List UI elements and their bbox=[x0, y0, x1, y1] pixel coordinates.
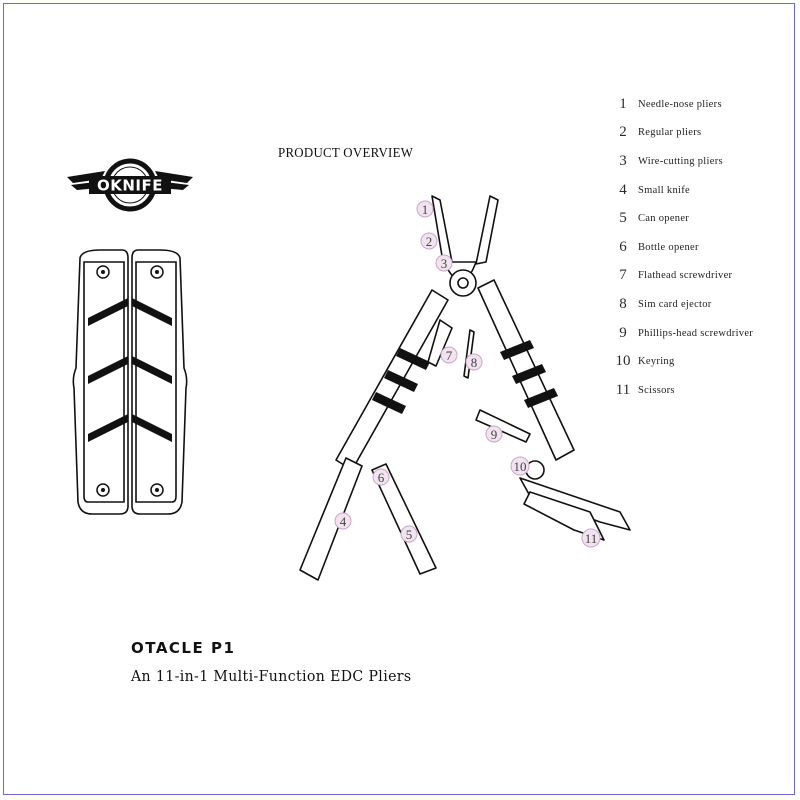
callout-3: 3 bbox=[435, 254, 453, 272]
legend-item: 9 Phillips-head screwdriver bbox=[614, 319, 753, 348]
legend-number: 3 bbox=[619, 152, 627, 169]
legend-item: 7 Flathead screwdriver bbox=[614, 262, 753, 291]
legend-item: 5 Can opener bbox=[614, 204, 753, 233]
legend-item: 10 Keyring bbox=[614, 347, 753, 376]
svg-text:9: 9 bbox=[491, 427, 498, 442]
oknife-logo: OKNIFE bbox=[67, 158, 193, 212]
feature-legend: 1 Needle-nose pliers 2 Regular pliers 3 Wir… bbox=[614, 90, 753, 405]
legend-number: 2 bbox=[619, 124, 627, 141]
svg-text:3: 3 bbox=[441, 256, 448, 271]
legend-label: Regular pliers bbox=[638, 127, 702, 139]
legend-item: 11 Scissors bbox=[614, 376, 753, 405]
callout-markers: 1 2 3 4 5 6 7 8 bbox=[334, 200, 601, 548]
legend-label: Wire-cutting pliers bbox=[638, 155, 723, 167]
svg-text:1: 1 bbox=[422, 202, 429, 217]
product-tagline: An 11-in-1 Multi-Function EDC Pliers bbox=[131, 667, 412, 685]
callout-1: 1 bbox=[416, 200, 434, 218]
legend-item: 1 Needle-nose pliers bbox=[614, 90, 753, 119]
svg-text:10: 10 bbox=[514, 459, 527, 474]
legend-item: 6 Bottle opener bbox=[614, 233, 753, 262]
open-tool-illustration: 1 2 3 4 5 6 7 8 bbox=[299, 195, 631, 581]
callout-8: 8 bbox=[465, 353, 483, 371]
legend-number: 10 bbox=[615, 353, 631, 370]
legend-item: 8 Sim card ejector bbox=[614, 290, 753, 319]
legend-number: 7 bbox=[619, 267, 627, 284]
callout-9: 9 bbox=[485, 425, 503, 443]
legend-label: Scissors bbox=[638, 384, 675, 396]
legend-number: 6 bbox=[619, 238, 627, 255]
page-frame bbox=[3, 3, 795, 795]
legend-label: Sim card ejector bbox=[638, 298, 712, 310]
legend-label: Keyring bbox=[638, 356, 675, 368]
legend-label: Can opener bbox=[638, 213, 690, 225]
page-title: PRODUCT OVERVIEW bbox=[278, 146, 414, 161]
product-name: OTACLE P1 bbox=[131, 639, 236, 657]
callout-7: 7 bbox=[440, 346, 458, 364]
legend-label: Flathead screwdriver bbox=[638, 270, 733, 282]
logo-text: OKNIFE bbox=[97, 177, 163, 195]
legend-number: 8 bbox=[619, 295, 627, 312]
callout-6: 6 bbox=[372, 468, 390, 486]
legend-item: 2 Regular pliers bbox=[614, 119, 753, 148]
svg-text:5: 5 bbox=[406, 527, 413, 542]
legend-item: 3 Wire-cutting pliers bbox=[614, 147, 753, 176]
legend-number: 4 bbox=[619, 181, 627, 198]
svg-text:4: 4 bbox=[340, 514, 347, 529]
legend-number: 9 bbox=[619, 324, 627, 341]
legend-label: Bottle opener bbox=[638, 241, 699, 253]
closed-tool-illustration bbox=[72, 249, 188, 515]
callout-2: 2 bbox=[420, 232, 438, 250]
svg-text:11: 11 bbox=[585, 531, 598, 546]
legend-item: 4 Small knife bbox=[614, 176, 753, 205]
legend-label: Phillips-head screwdriver bbox=[638, 327, 754, 339]
callout-4: 4 bbox=[334, 512, 352, 530]
callout-11: 11 bbox=[581, 528, 601, 548]
legend-number: 1 bbox=[619, 95, 627, 112]
legend-number: 11 bbox=[615, 381, 631, 398]
callout-10: 10 bbox=[510, 456, 530, 476]
svg-text:2: 2 bbox=[426, 234, 433, 249]
svg-text:6: 6 bbox=[378, 470, 385, 485]
callout-5: 5 bbox=[400, 525, 418, 543]
legend-label: Needle-nose pliers bbox=[638, 98, 722, 110]
svg-text:8: 8 bbox=[471, 355, 478, 370]
legend-number: 5 bbox=[619, 210, 627, 227]
legend-label: Small knife bbox=[638, 184, 691, 196]
svg-text:7: 7 bbox=[446, 348, 453, 363]
